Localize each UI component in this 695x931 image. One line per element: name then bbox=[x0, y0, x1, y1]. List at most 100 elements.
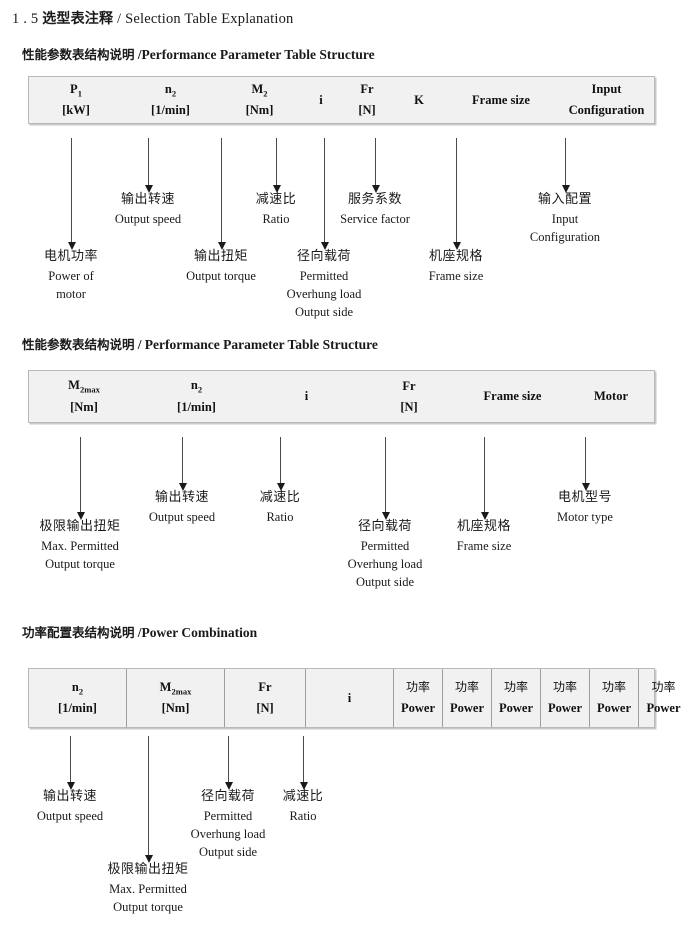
page-title: 1 . 5 选型表注释 / Selection Table Explanatio… bbox=[12, 8, 294, 28]
table2-col-i: i bbox=[254, 371, 359, 422]
arrow-table2-overhung-load bbox=[381, 437, 390, 520]
table3-col-fr-symbol: Fr bbox=[258, 680, 272, 695]
table2-col-motor-label: Motor bbox=[593, 389, 628, 404]
note-motor-type: 电机型号 Motor type bbox=[557, 489, 613, 526]
arrow-table1-power-of-motor bbox=[67, 138, 76, 250]
note-max-output-torque-2-en-1: Max. Permitted bbox=[109, 881, 187, 896]
table2-col-frame-size-label: Frame size bbox=[483, 389, 542, 404]
arrow-table2-output-speed bbox=[178, 437, 187, 491]
note-input-configuration-en-2: Configuration bbox=[529, 229, 601, 244]
table3-col-power-4-cn: 功率 bbox=[552, 679, 577, 694]
table1-col-m2: M2 [Nm] bbox=[218, 77, 301, 123]
table3-col-power-2-cn: 功率 bbox=[454, 679, 479, 694]
note-output-torque-cn: 输出扭矩 bbox=[193, 249, 249, 264]
note-ratio-2: 减速比 Ratio bbox=[260, 489, 301, 526]
table3-col-power-3-en: Power bbox=[498, 700, 533, 715]
table1-col-m2-unit: [Nm] bbox=[245, 103, 274, 118]
note-overhung-load-3-cn: 径向载荷 bbox=[200, 789, 256, 804]
arrow-table1-ratio bbox=[272, 138, 281, 193]
table2-col-m2max-symbol: M bbox=[68, 378, 80, 393]
section-heading-1-cn: 性能参数表结构说明 bbox=[22, 47, 135, 62]
note-ratio-2-en: Ratio bbox=[266, 509, 294, 524]
page-title-separator: / bbox=[117, 11, 122, 27]
note-max-output-torque-2-cn: 极限输出扭矩 bbox=[107, 862, 189, 877]
note-output-speed-3-en: Output speed bbox=[36, 808, 104, 823]
arrow-table2-ratio bbox=[276, 437, 285, 491]
table1-col-i: i bbox=[301, 77, 341, 123]
arrow-table2-motor-type bbox=[581, 437, 590, 491]
table3-col-fr: Fr [N] bbox=[225, 669, 306, 727]
table1-col-k: K bbox=[393, 77, 445, 123]
section-heading-3: 功率配置表结构说明 /Power Combination bbox=[22, 622, 257, 641]
note-ratio-1-en: Ratio bbox=[262, 211, 290, 226]
note-service-factor-en: Service factor bbox=[340, 211, 410, 226]
table3-col-i-symbol: i bbox=[347, 690, 352, 705]
table2-col-m2max: M2max [Nm] bbox=[29, 371, 139, 422]
note-frame-size-1-en: Frame size bbox=[428, 268, 484, 283]
table1-col-input-configuration-line2: Configuration bbox=[568, 103, 645, 117]
section-heading-1: 性能参数表结构说明 /Performance Parameter Table S… bbox=[22, 44, 375, 63]
section-heading-2-sep: / bbox=[137, 337, 142, 352]
note-input-configuration: 输入配置 Input Configuration bbox=[530, 191, 600, 246]
arrow-table1-output-speed bbox=[144, 138, 153, 193]
note-overhung-load-3-en-1: Permitted bbox=[203, 808, 253, 823]
note-max-output-torque-1: 极限输出扭矩 Max. Permitted Output torque bbox=[39, 518, 120, 573]
performance-parameter-table-2-header: M2max [Nm] n2 [1/min] i Fr [N] Frame siz… bbox=[28, 370, 655, 423]
table2-col-fr: Fr [N] bbox=[359, 371, 459, 422]
section-number: 1 . 5 bbox=[12, 11, 39, 27]
table3-col-power-5-cn: 功率 bbox=[601, 679, 626, 694]
section-heading-3-en: Power Combination bbox=[141, 625, 258, 640]
arrow-table3-max-output-torque bbox=[144, 736, 153, 863]
table3-col-power-6: 功率 Power bbox=[639, 669, 688, 727]
section-heading-2-cn: 性能参数表结构说明 bbox=[22, 337, 135, 352]
note-power-of-motor-cn: 电机功率 bbox=[43, 249, 99, 264]
table2-col-motor: Motor bbox=[566, 371, 656, 422]
note-motor-type-cn: 电机型号 bbox=[557, 490, 612, 505]
table1-col-k-symbol: K bbox=[414, 92, 424, 107]
table3-col-power-3: 功率 Power bbox=[492, 669, 541, 727]
note-frame-size-2-cn: 机座规格 bbox=[456, 519, 511, 534]
arrow-table2-max-output-torque bbox=[76, 437, 85, 520]
table2-col-fr-symbol: Fr bbox=[402, 378, 416, 393]
section-heading-2-en: Performance Parameter Table Structure bbox=[144, 337, 378, 352]
table1-col-input-configuration-line1: Input bbox=[591, 82, 622, 97]
power-combination-table-header: n2 [1/min] M2max [Nm] Fr [N] i 功率 Power … bbox=[28, 668, 681, 728]
performance-parameter-table-1-header: P1 [kW] n2 [1/min] M2 [Nm] i Fr [N] K Fr… bbox=[28, 76, 655, 124]
arrow-table1-overhung-load bbox=[320, 138, 329, 250]
arrow-table3-output-speed bbox=[66, 736, 75, 790]
note-output-speed-1: 输出转速 Output speed bbox=[115, 191, 181, 228]
table1-col-p1: P1 [kW] bbox=[29, 77, 123, 123]
section-heading-3-cn: 功率配置表结构说明 bbox=[22, 625, 135, 640]
arrow-table3-overhung-load bbox=[224, 736, 233, 790]
note-overhung-load-3-en-3: Output side bbox=[199, 845, 257, 860]
table1-col-p1-unit: [kW] bbox=[62, 103, 90, 118]
table3-col-power-2-en: Power bbox=[449, 700, 484, 715]
table1-col-m2-symbol: M bbox=[251, 81, 264, 96]
note-ratio-3-cn: 减速比 bbox=[282, 789, 324, 804]
note-frame-size-2: 机座规格 Frame size bbox=[457, 518, 512, 555]
note-max-output-torque-1-cn: 极限输出扭矩 bbox=[39, 519, 121, 534]
note-ratio-1-cn: 减速比 bbox=[255, 192, 297, 207]
table1-col-fr-symbol: Fr bbox=[360, 82, 374, 97]
note-power-of-motor-en-1: Power of bbox=[48, 268, 94, 283]
note-input-configuration-cn: 输入配置 bbox=[537, 192, 593, 207]
table1-col-fr-unit: [N] bbox=[358, 103, 376, 117]
note-overhung-load-1-en-2: Overhung load bbox=[286, 286, 362, 301]
note-overhung-load-2: 径向载荷 Permitted Overhung load Output side bbox=[348, 518, 423, 591]
note-frame-size-1: 机座规格 Frame size bbox=[429, 248, 484, 285]
section-heading-2: 性能参数表结构说明 / Performance Parameter Table … bbox=[22, 334, 378, 353]
note-output-speed-3: 输出转速 Output speed bbox=[37, 788, 103, 825]
arrow-table1-service-factor bbox=[371, 138, 380, 193]
table1-col-n2-subscript: 2 bbox=[171, 88, 177, 99]
note-max-output-torque-1-en-2: Output torque bbox=[45, 556, 115, 571]
note-overhung-load-3: 径向载荷 Permitted Overhung load Output side bbox=[191, 788, 266, 861]
table3-col-power-3-cn: 功率 bbox=[503, 679, 528, 694]
note-output-speed-2-en: Output speed bbox=[148, 509, 216, 524]
note-max-output-torque-2-en-2: Output torque bbox=[113, 899, 183, 914]
note-motor-type-en: Motor type bbox=[557, 509, 613, 524]
table1-col-p1-symbol: P bbox=[70, 81, 78, 96]
note-overhung-load-2-en-1: Permitted bbox=[360, 538, 410, 553]
note-overhung-load-1-cn: 径向载荷 bbox=[296, 249, 352, 264]
table1-col-m2-subscript: 2 bbox=[263, 88, 268, 99]
table3-col-i: i bbox=[306, 669, 394, 727]
